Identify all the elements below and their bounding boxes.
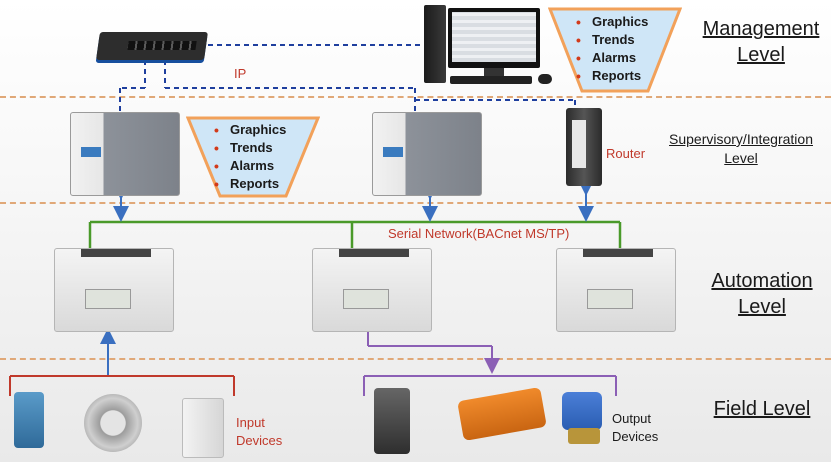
input-devices-line1: Input [236,415,265,430]
feature-item: Graphics [574,13,674,31]
mouse-icon [538,74,552,84]
feature-item: Reports [574,67,674,85]
management-level-line2: Level [737,44,785,66]
pressure-sensor-icon [84,394,142,452]
automation-level-line1: Automation [711,270,813,292]
automation-level-line2: Level [738,296,786,318]
level-divider [0,202,831,204]
supervisory-level-line1: Supervisory/Integration [669,131,813,147]
serial-network-label: Serial Network(BACnet MS/TP) [388,226,570,241]
ip-network-lines [119,44,576,114]
output-devices-line2: Devices [612,429,659,444]
field-level-label: Field Level [713,398,811,420]
ethernet-switch-icon [96,32,208,60]
plc-controller-icon [556,248,676,332]
feature-item: Trends [574,31,674,49]
supervisory-level-line2: Level [724,150,758,166]
output-devices-label: Output Devices [612,410,658,446]
management-level-label: Management Level [694,16,828,68]
router-label: Router [606,146,646,161]
supervisory-level-label: Supervisory/Integration Level [654,130,828,168]
output-devices-line1: Output [612,411,652,426]
feature-item: Alarms [574,49,674,67]
serial-bus [88,220,622,248]
management-level-line1: Management [702,18,820,40]
workstation-icon [424,5,446,83]
plc-controller-icon [54,248,174,332]
router-icon [566,108,602,186]
input-devices-label: Input Devices [236,414,282,450]
feature-item: Alarms [212,157,312,175]
monitor-icon [448,8,540,68]
temperature-sensor-icon [14,392,44,448]
feature-list-top: Graphics Trends Alarms Reports [574,13,674,85]
feature-list-mid: Graphics Trends Alarms Reports [212,121,312,193]
supervisory-controller-icon [372,112,482,196]
valve-body-icon [568,428,600,444]
valve-actuator-icon [374,388,410,454]
input-bracket [9,375,235,396]
keyboard-icon [450,76,532,84]
feature-item: Trends [212,139,312,157]
ip-label: IP [234,66,247,81]
room-sensor-icon [182,398,224,458]
output-bracket [363,330,617,396]
level-divider [0,358,831,360]
automation-level-label: Automation Level [696,268,828,320]
feature-item: Reports [212,175,312,193]
supervisory-controller-icon [70,112,180,196]
zone-valve-icon [562,392,602,430]
monitor-stand [484,68,504,76]
plc-controller-icon [312,248,432,332]
feature-item: Graphics [212,121,312,139]
input-devices-line2: Devices [236,433,283,448]
